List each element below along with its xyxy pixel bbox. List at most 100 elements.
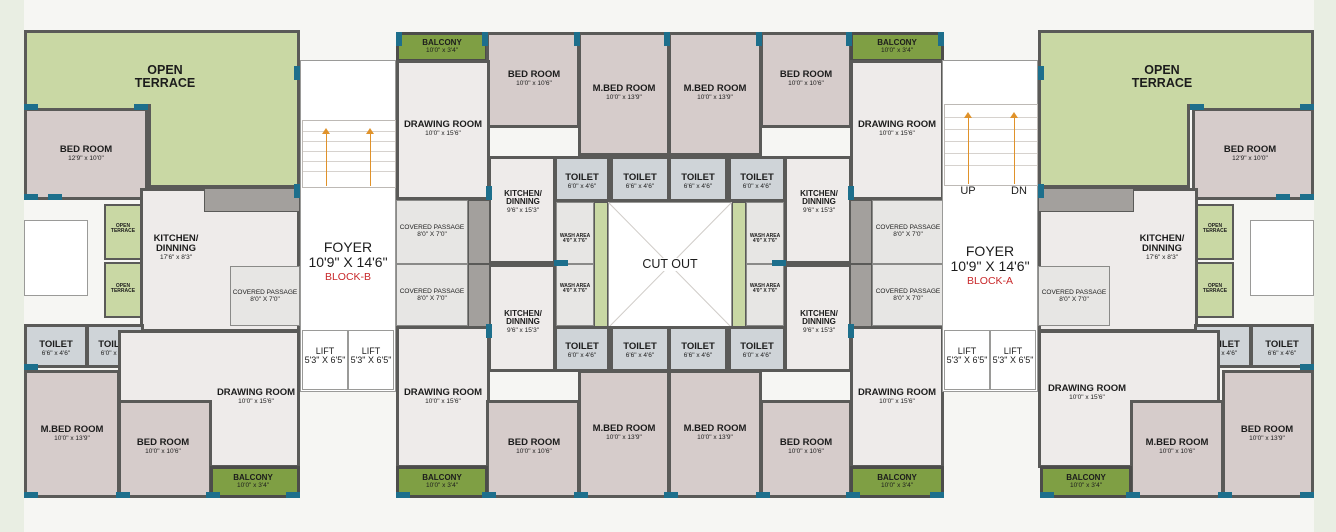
- light-well-left: [594, 202, 608, 328]
- window-marker: [482, 492, 496, 498]
- exterior-left: [0, 0, 24, 532]
- open-terrace-small-2-right: [1196, 262, 1234, 318]
- window-marker: [482, 32, 488, 46]
- window-marker: [1038, 66, 1044, 80]
- stair-up-arrow-b: [322, 128, 330, 186]
- window-marker: [664, 492, 678, 498]
- foyer-b-size: 10'9" X 14'6": [308, 254, 388, 270]
- window-marker: [554, 260, 568, 266]
- shaft-right: [1250, 220, 1314, 296]
- light-well-right: [732, 202, 746, 328]
- lift-b-2: [348, 330, 394, 390]
- covered-passage-ctr: [872, 200, 944, 264]
- open-terrace-right: [1038, 30, 1314, 110]
- balcony-right: [1040, 466, 1132, 498]
- open-terrace-left: [24, 30, 300, 110]
- toilet-left-1: [24, 324, 88, 368]
- window-marker: [24, 194, 38, 200]
- foyer-a-block: BLOCK-A: [966, 275, 1014, 287]
- m-bed-room-ctr: [668, 32, 762, 156]
- window-marker: [1300, 104, 1314, 110]
- window-marker: [396, 492, 410, 498]
- m-bed-room-ctl: [578, 32, 670, 156]
- kitchen-cbr: [784, 264, 852, 372]
- covered-passage-cbr: [872, 264, 944, 326]
- window-marker: [24, 492, 38, 498]
- wash-area-ctl: [556, 202, 594, 264]
- lift-a-2: [990, 330, 1036, 390]
- window-marker: [486, 324, 492, 338]
- bed-room-right-top: [1192, 108, 1314, 200]
- balcony-cbr: [850, 466, 944, 498]
- window-marker: [574, 32, 580, 46]
- window-marker: [486, 186, 492, 200]
- window-marker: [848, 186, 854, 200]
- kitchen-counter-cbl: [468, 264, 490, 328]
- open-terrace-left-lower: [148, 104, 300, 188]
- stair-dn-label: DN: [1011, 185, 1027, 197]
- window-marker: [1276, 194, 1290, 200]
- window-marker: [24, 104, 38, 110]
- toilet-ctr-2: [728, 156, 786, 202]
- open-terrace-small-1-right: [1196, 204, 1234, 260]
- window-marker: [846, 492, 860, 498]
- window-marker: [574, 492, 588, 498]
- covered-passage-left: [230, 266, 300, 326]
- staircase-b: [302, 120, 396, 188]
- window-marker: [286, 492, 300, 498]
- covered-passage-cbl: [396, 264, 468, 326]
- m-bed-room-right: [1130, 400, 1224, 498]
- window-marker: [1190, 104, 1204, 110]
- kitchen-counter-ctr: [850, 200, 872, 264]
- stair-dn-arrow-a: [1010, 112, 1018, 184]
- wash-area-cbr: [746, 264, 784, 326]
- kitchen-counter-cbr: [850, 264, 872, 328]
- window-marker: [756, 492, 770, 498]
- window-marker: [1300, 194, 1314, 200]
- window-marker: [664, 32, 670, 46]
- window-marker: [1040, 492, 1054, 498]
- stair-up-arrow-a: [964, 112, 972, 184]
- foyer-a-title: FOYER: [965, 243, 1015, 259]
- kitchen-counter-left: [204, 188, 300, 212]
- window-marker: [1038, 184, 1044, 198]
- window-marker: [116, 492, 130, 498]
- window-marker: [294, 184, 300, 198]
- open-terrace-small-2-left: [104, 262, 142, 318]
- wash-area-ctr: [746, 202, 784, 264]
- toilet-ctl-1: [554, 156, 610, 202]
